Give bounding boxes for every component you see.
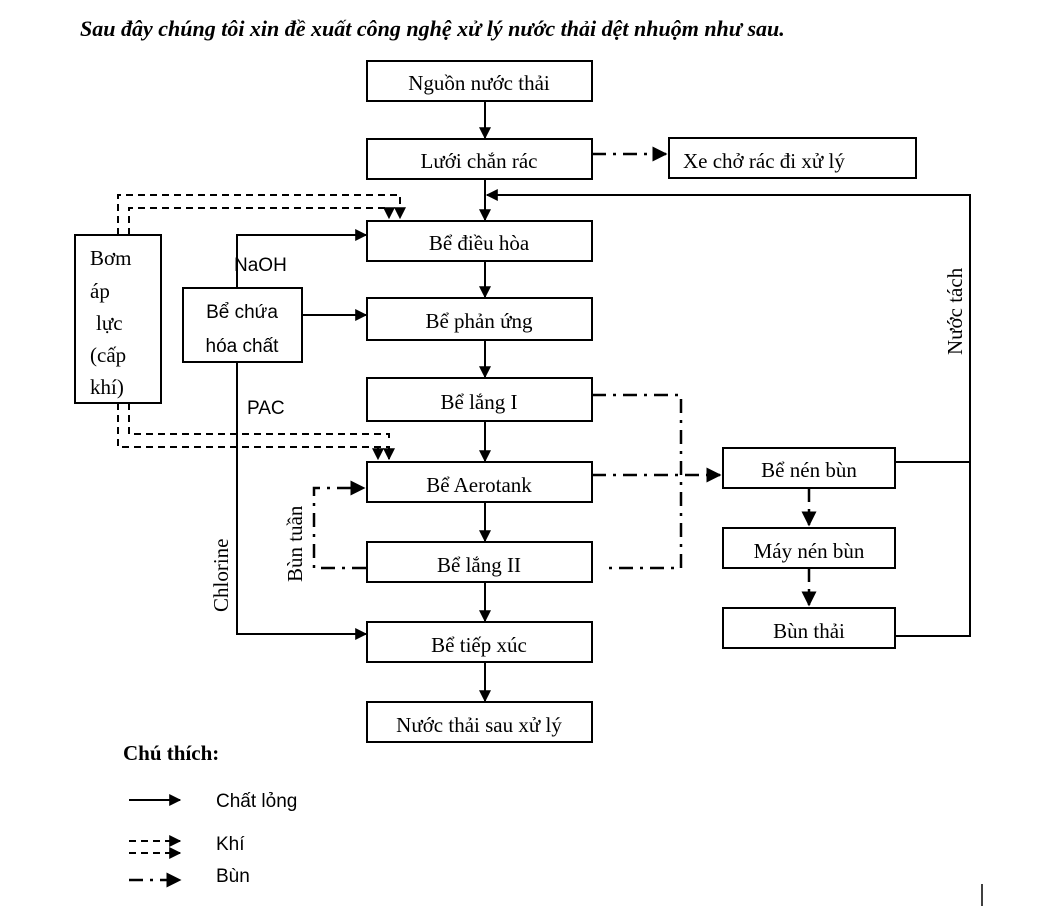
legend-gas-label: Khí — [216, 834, 245, 855]
node-equalization: Bể điều hòa — [366, 220, 593, 262]
sludge-flows — [312, 146, 817, 607]
blower-label-line-3: lực — [96, 311, 123, 335]
gas-to-equalization-b — [128, 207, 395, 235]
legend: Chú thích: Chất lỏng Khí Bùn — [123, 741, 297, 888]
node-aerotank-label: Bể Aerotank — [426, 473, 532, 497]
label-separated-water: Nước tách — [943, 267, 967, 355]
node-settling-2: Bể lắng II — [366, 541, 593, 583]
node-chemical-tank: Bể chứa hóa chất — [182, 287, 303, 363]
node-screen: Lưới chắn rác — [366, 138, 593, 180]
legend-sludge-label: Bùn — [216, 866, 250, 887]
label-naoh: NaOH — [234, 255, 287, 276]
node-reaction: Bể phản ứng — [366, 297, 593, 341]
blower-label-line-5: khí) — [90, 375, 124, 399]
node-sludge-thickener-label: Bể nén bùn — [761, 458, 857, 482]
node-settling-1: Bể lắng I — [366, 377, 593, 422]
sludge-settling-loop — [592, 393, 683, 570]
node-aerotank: Bể Aerotank — [366, 461, 593, 503]
node-sludge-press-label: Máy nén bùn — [754, 539, 865, 563]
gas-flows — [117, 194, 406, 461]
liquid-flows — [236, 101, 971, 703]
node-sludge-thickener: Bể nén bùn — [722, 447, 896, 489]
flow-chlorine-to-contact — [236, 362, 368, 640]
sludge-return-to-aerotank — [312, 480, 366, 570]
node-blower: Bơm áp lực (cấp khí) — [74, 234, 162, 404]
gas-to-equalization-a — [117, 194, 406, 235]
flow-naoh-to-equalization — [236, 229, 368, 288]
node-screen-label: Lưới chắn rác — [421, 149, 538, 173]
page-heading: Sau đây chúng tôi xin đề xuất công nghệ … — [80, 16, 785, 41]
chemical-tank-label-line-2: hóa chất — [206, 336, 280, 357]
blower-label-line-2: áp — [90, 279, 110, 303]
blower-label-line-4: (cấp — [90, 343, 126, 367]
node-settling-1-label: Bể lắng I — [441, 390, 518, 414]
label-return-sludge: Bùn tuần — [283, 505, 307, 582]
label-pac: PAC — [247, 398, 285, 419]
flow-separated-water-return — [485, 189, 971, 637]
legend-solid-label: Chất lỏng — [216, 791, 297, 812]
node-trash-truck: Xe chở rác đi xử lý — [668, 137, 917, 179]
blower-label-line-1: Bơm — [90, 246, 131, 270]
node-effluent-label: Nước thải sau xử lý — [396, 713, 562, 737]
node-waste-sludge-label: Bùn thải — [773, 619, 845, 643]
node-settling-2-label: Bể lắng II — [437, 553, 521, 577]
legend-title: Chú thích: — [123, 741, 219, 765]
node-source-label: Nguồn nước thải — [408, 71, 550, 95]
node-reaction-label: Bể phản ứng — [425, 309, 533, 333]
node-equalization-label: Bể điều hòa — [429, 231, 530, 255]
node-sludge-press: Máy nén bùn — [722, 527, 896, 569]
gas-to-aerotank-b-line — [128, 403, 390, 441]
chemical-tank-label-line-1: Bể chứa — [206, 302, 278, 323]
node-trash-truck-label: Xe chở rác đi xử lý — [683, 149, 845, 173]
node-contact: Bể tiếp xúc — [366, 621, 593, 663]
node-effluent: Nước thải sau xử lý — [366, 701, 593, 743]
label-chlorine: Chlorine — [209, 539, 233, 613]
node-contact-label: Bể tiếp xúc — [431, 633, 527, 657]
node-waste-sludge: Bùn thải — [722, 607, 896, 649]
node-source: Nguồn nước thải — [366, 60, 593, 102]
